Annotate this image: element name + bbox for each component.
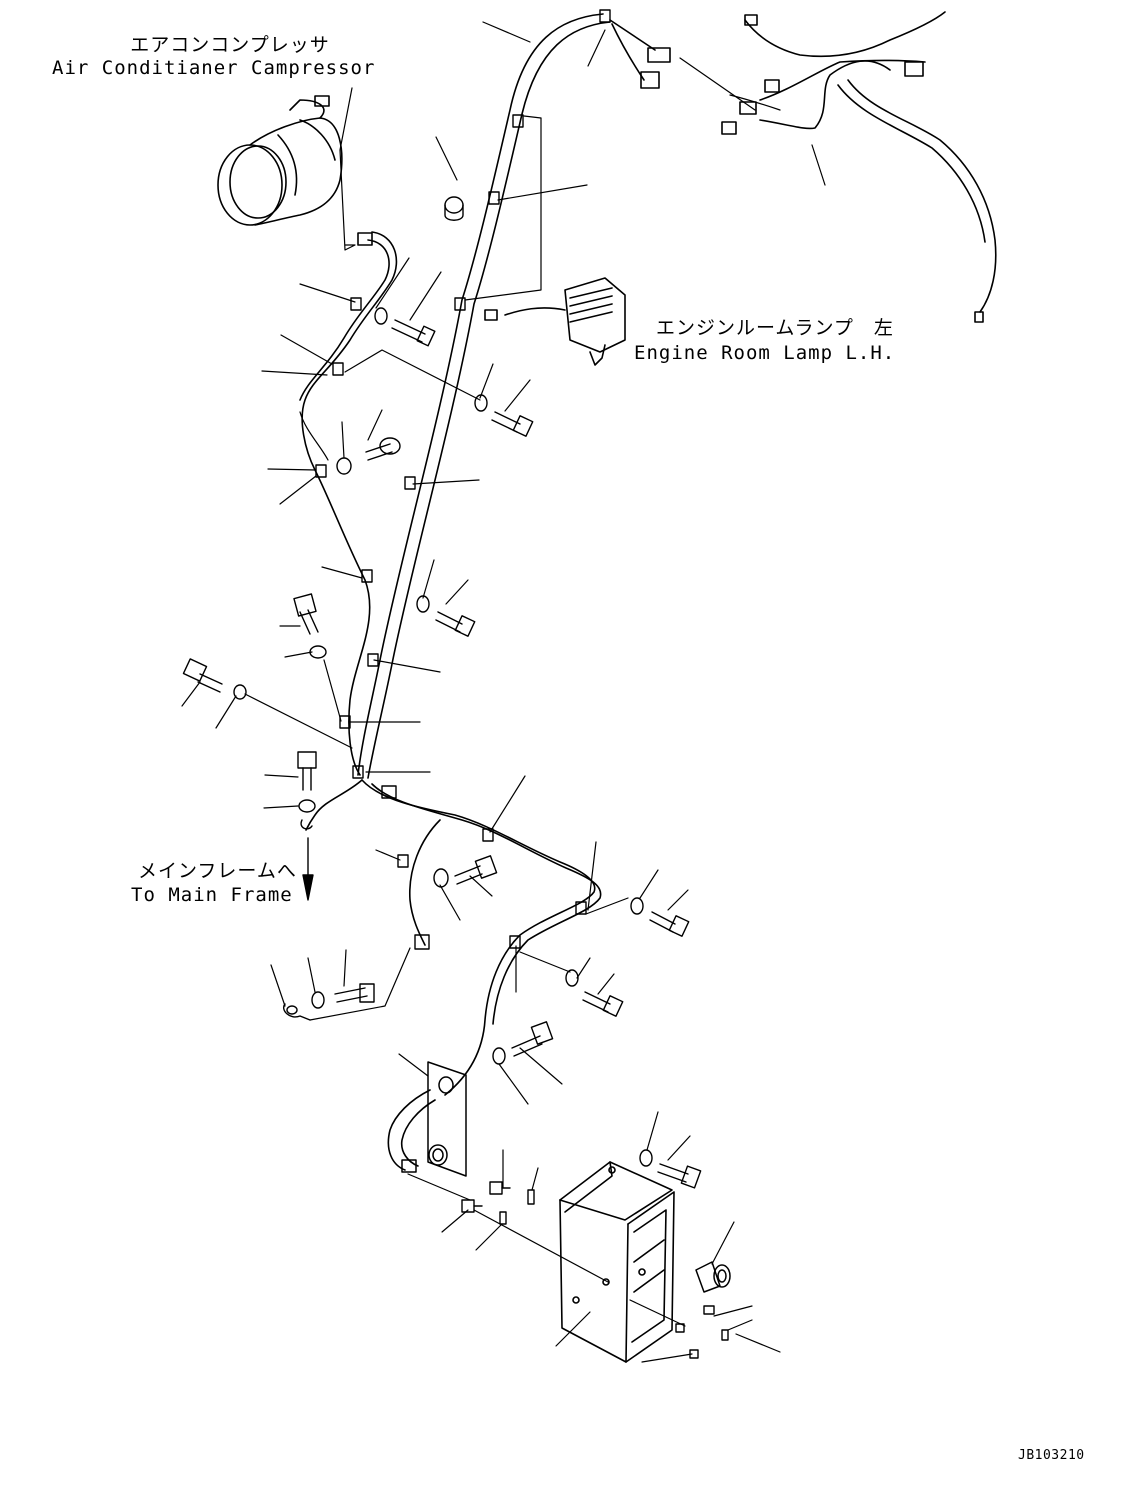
control-box xyxy=(559,1161,675,1363)
connector-f xyxy=(721,121,737,135)
circuit-breaker xyxy=(695,1261,731,1293)
connector-d xyxy=(764,79,780,93)
leader-lines xyxy=(181,21,826,1363)
ground-terminals xyxy=(283,819,314,1021)
compressor-icon xyxy=(217,87,373,251)
connector-g xyxy=(904,61,924,77)
connector-plate xyxy=(401,1061,467,1177)
connector-h xyxy=(974,311,984,323)
switch-parts xyxy=(461,1181,729,1359)
compressor-label-en: Air Conditianer Campressor xyxy=(52,57,376,79)
lamp-label-en: Engine Room Lamp L.H. xyxy=(634,342,896,364)
engine-harness xyxy=(609,11,997,323)
compressor-connector xyxy=(357,232,373,246)
main-harness xyxy=(357,13,611,779)
connector-a xyxy=(647,47,671,63)
connector-e xyxy=(739,101,757,115)
lower-harness xyxy=(305,779,602,1171)
engine-room-lamp-icon xyxy=(484,277,626,366)
drawing-code: JB103210 xyxy=(1018,1448,1085,1463)
harness-clips xyxy=(315,9,611,950)
lamp-label-jp: エンジンルームランプ 左 xyxy=(656,317,894,339)
compressor-label-jp: エアコンコンプレッサ xyxy=(130,34,330,56)
compressor-branch xyxy=(299,231,398,776)
frame-label-en: To Main Frame xyxy=(131,884,293,906)
frame-label-jp: メインフレームへ xyxy=(138,860,297,882)
washers xyxy=(233,196,653,1167)
bolts xyxy=(182,319,702,1189)
connector-c xyxy=(744,14,758,26)
connector-b xyxy=(640,71,660,89)
